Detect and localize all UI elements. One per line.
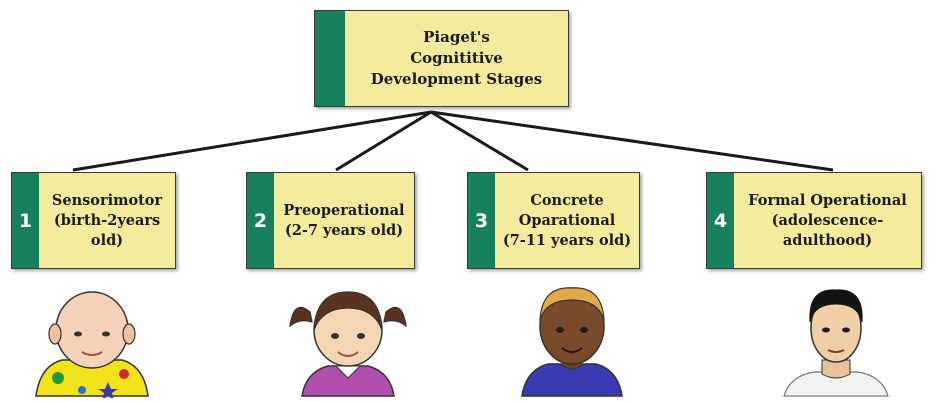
title-tab xyxy=(315,11,345,106)
child-illustration xyxy=(521,287,623,397)
title-label: Piaget's Cognititive Development Stages xyxy=(370,28,543,88)
stage-label: Formal Operational (adolescence- adultho… xyxy=(748,191,907,249)
stage-number: 2 xyxy=(247,173,274,268)
stage-box-sensorimotor: 1 Sensorimotor (birth-2years old) xyxy=(11,172,176,269)
adult-man-illustration xyxy=(783,289,889,397)
stage-label: Sensorimotor (birth-2years old) xyxy=(51,191,163,249)
title-box: Piaget's Cognititive Development Stages xyxy=(314,10,569,107)
baby-illustration xyxy=(35,291,149,398)
stage-label: Concrete Oparational (7-11 years old) xyxy=(502,191,632,249)
stage-number: 4 xyxy=(707,173,734,268)
stage-box-preoperational: 2 Preoperational (2-7 years old) xyxy=(246,172,415,269)
stage-box-formal-operational: 4 Formal Operational (adolescence- adult… xyxy=(706,172,922,269)
connector-line-3 xyxy=(430,110,529,172)
young-girl-illustration xyxy=(289,291,407,397)
stage-label: Preoperational (2-7 years old) xyxy=(283,201,405,239)
stage-number: 3 xyxy=(468,173,495,268)
connector-line-2 xyxy=(335,110,432,172)
stage-box-concrete-operational: 3 Concrete Oparational (7-11 years old) xyxy=(467,172,640,269)
connector-line-4 xyxy=(430,110,834,172)
stage-number: 1 xyxy=(12,173,39,268)
connector-line-1 xyxy=(72,110,432,172)
